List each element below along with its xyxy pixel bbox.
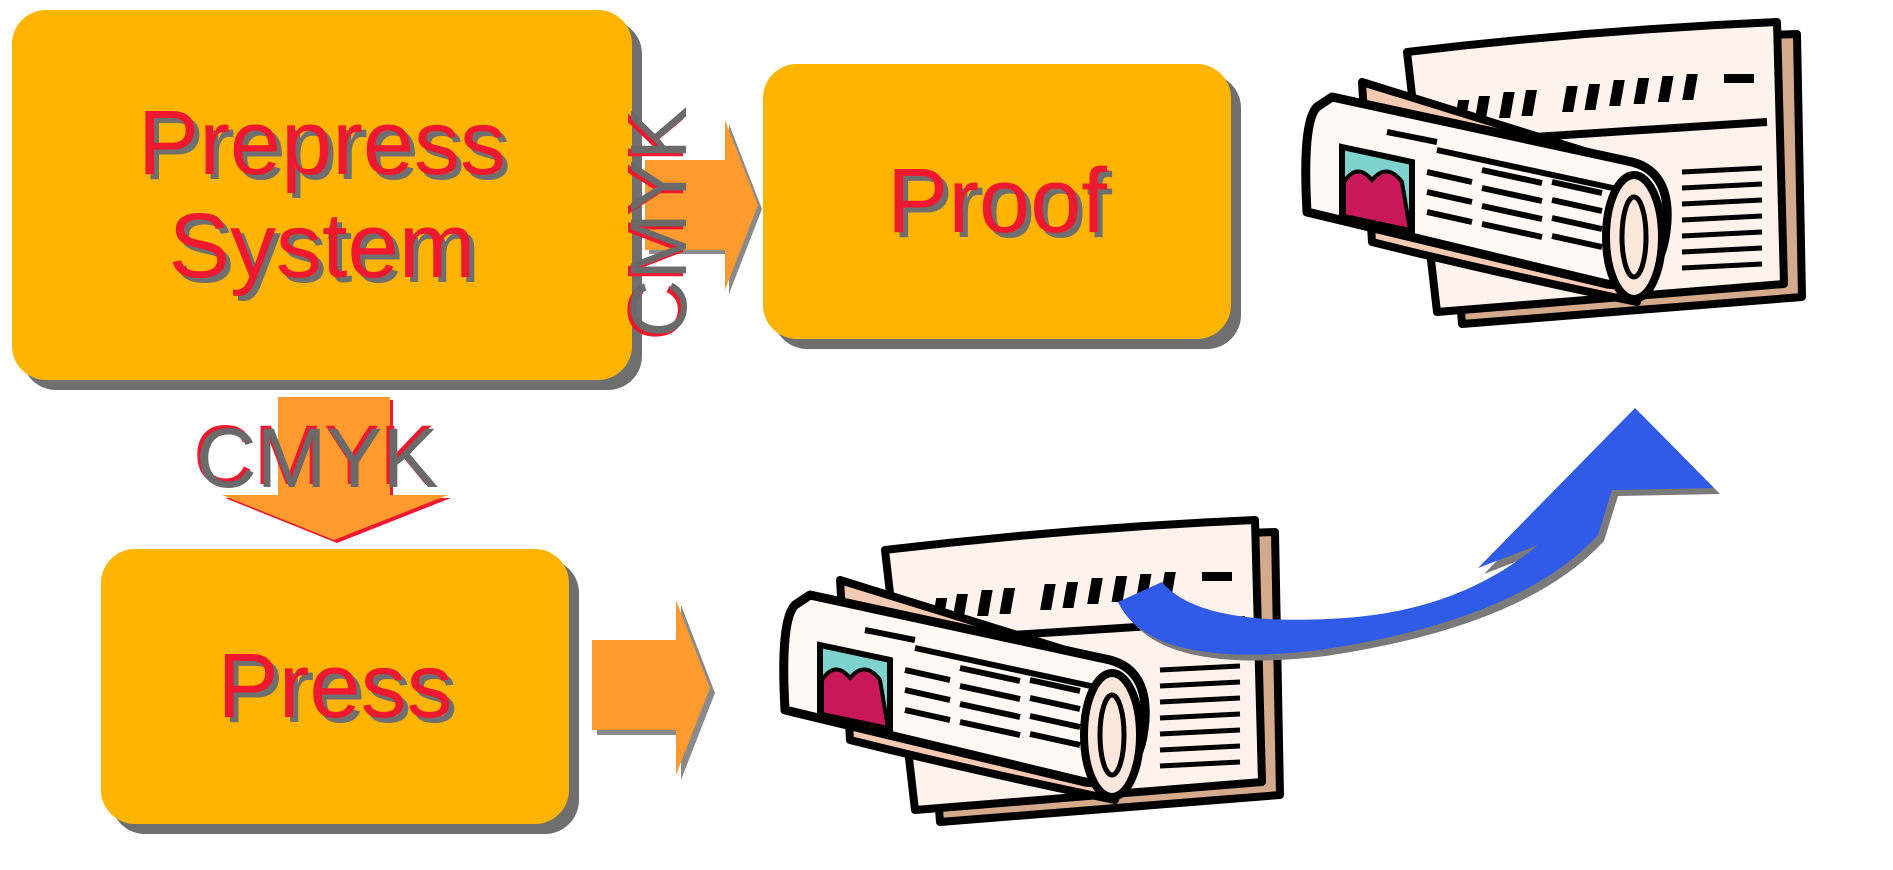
arrow-press-to-output xyxy=(592,600,715,780)
press-label: Press xyxy=(217,635,452,738)
prepress-system-label: Prepress System xyxy=(138,92,506,298)
newspaper-bottom-icon xyxy=(784,520,1280,822)
edge-label-prepress-to-press: CMYK xyxy=(196,410,439,507)
edge-label-prepress-to-proof: CMYK xyxy=(613,82,705,362)
proof-label: Proof xyxy=(887,150,1107,253)
prepress-system-node: Prepress System xyxy=(12,10,632,380)
proof-node: Proof xyxy=(763,64,1231,339)
newspaper-top-icon xyxy=(1306,22,1802,324)
press-node: Press xyxy=(101,549,569,824)
